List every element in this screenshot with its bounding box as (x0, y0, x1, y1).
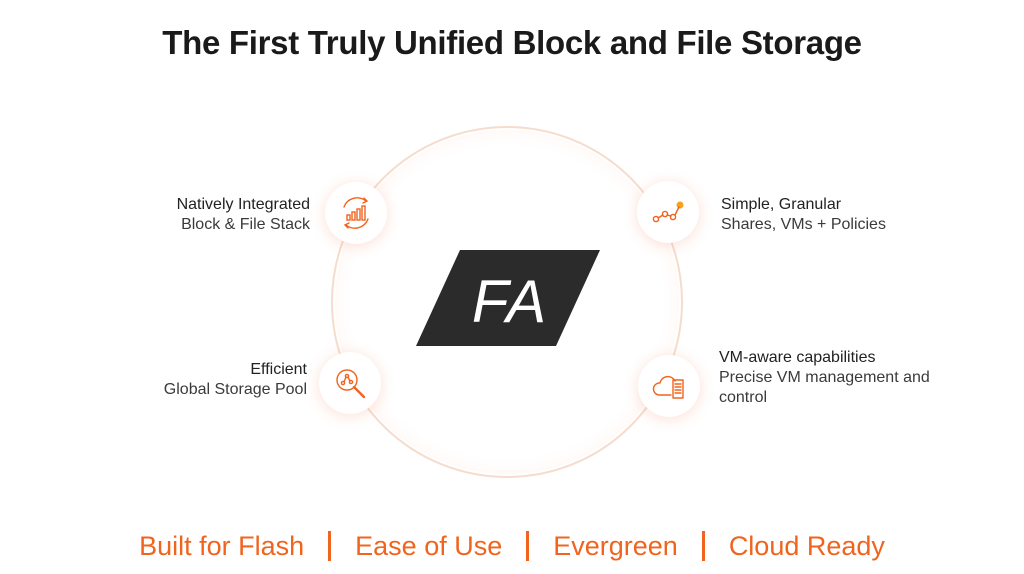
cloud-server-icon (652, 375, 684, 399)
feature-sub-continued: control (719, 389, 768, 406)
footer-separator (328, 531, 332, 561)
feature-icon-circle-3 (637, 181, 699, 243)
feature-sub: Shares, VMs + Policies (721, 216, 886, 233)
feature-icon-circle-1 (325, 182, 387, 244)
footer-tagline: Built for Flash Ease of Use Evergreen Cl… (0, 528, 1024, 564)
feature-icon-circle-2 (319, 352, 381, 414)
feature-head: Simple, Granular (721, 196, 842, 213)
feature-vm-aware: VM-aware capabilities Precise VM managem… (719, 348, 930, 408)
feature-head: VM-aware capabilities (719, 349, 876, 366)
fa-logo-text: FA (472, 268, 548, 335)
feature-simple-granular: Simple, Granular Shares, VMs + Policies (721, 195, 886, 235)
feature-head: Natively Integrated (176, 196, 310, 213)
page-title: The First Truly Unified Block and File S… (162, 24, 862, 61)
magnifier-network-icon (336, 369, 366, 399)
feature-head: Efficient (250, 361, 307, 378)
connected-nodes-icon (652, 201, 684, 223)
footer-item-evergreen: Evergreen (553, 530, 678, 561)
central-ring (331, 126, 683, 478)
bar-chart-cycle-icon (343, 197, 369, 229)
feature-natively-integrated: Natively Integrated Block & File Stack (177, 195, 310, 235)
fa-logo: FA (416, 250, 600, 346)
footer-item-ease-of-use: Ease of Use (355, 530, 503, 561)
fa-logo-shape (416, 250, 600, 346)
footer-item-built-for-flash: Built for Flash (139, 530, 305, 561)
footer-separator (526, 531, 530, 561)
footer-item-cloud-ready: Cloud Ready (728, 530, 885, 561)
feature-icon-circle-4 (638, 355, 700, 417)
footer-separator (701, 531, 705, 561)
feature-sub: Precise VM management and (719, 369, 930, 386)
feature-efficient: Efficient Global Storage Pool (164, 360, 307, 400)
feature-sub: Global Storage Pool (163, 381, 307, 398)
feature-sub: Block & File Stack (181, 216, 310, 233)
